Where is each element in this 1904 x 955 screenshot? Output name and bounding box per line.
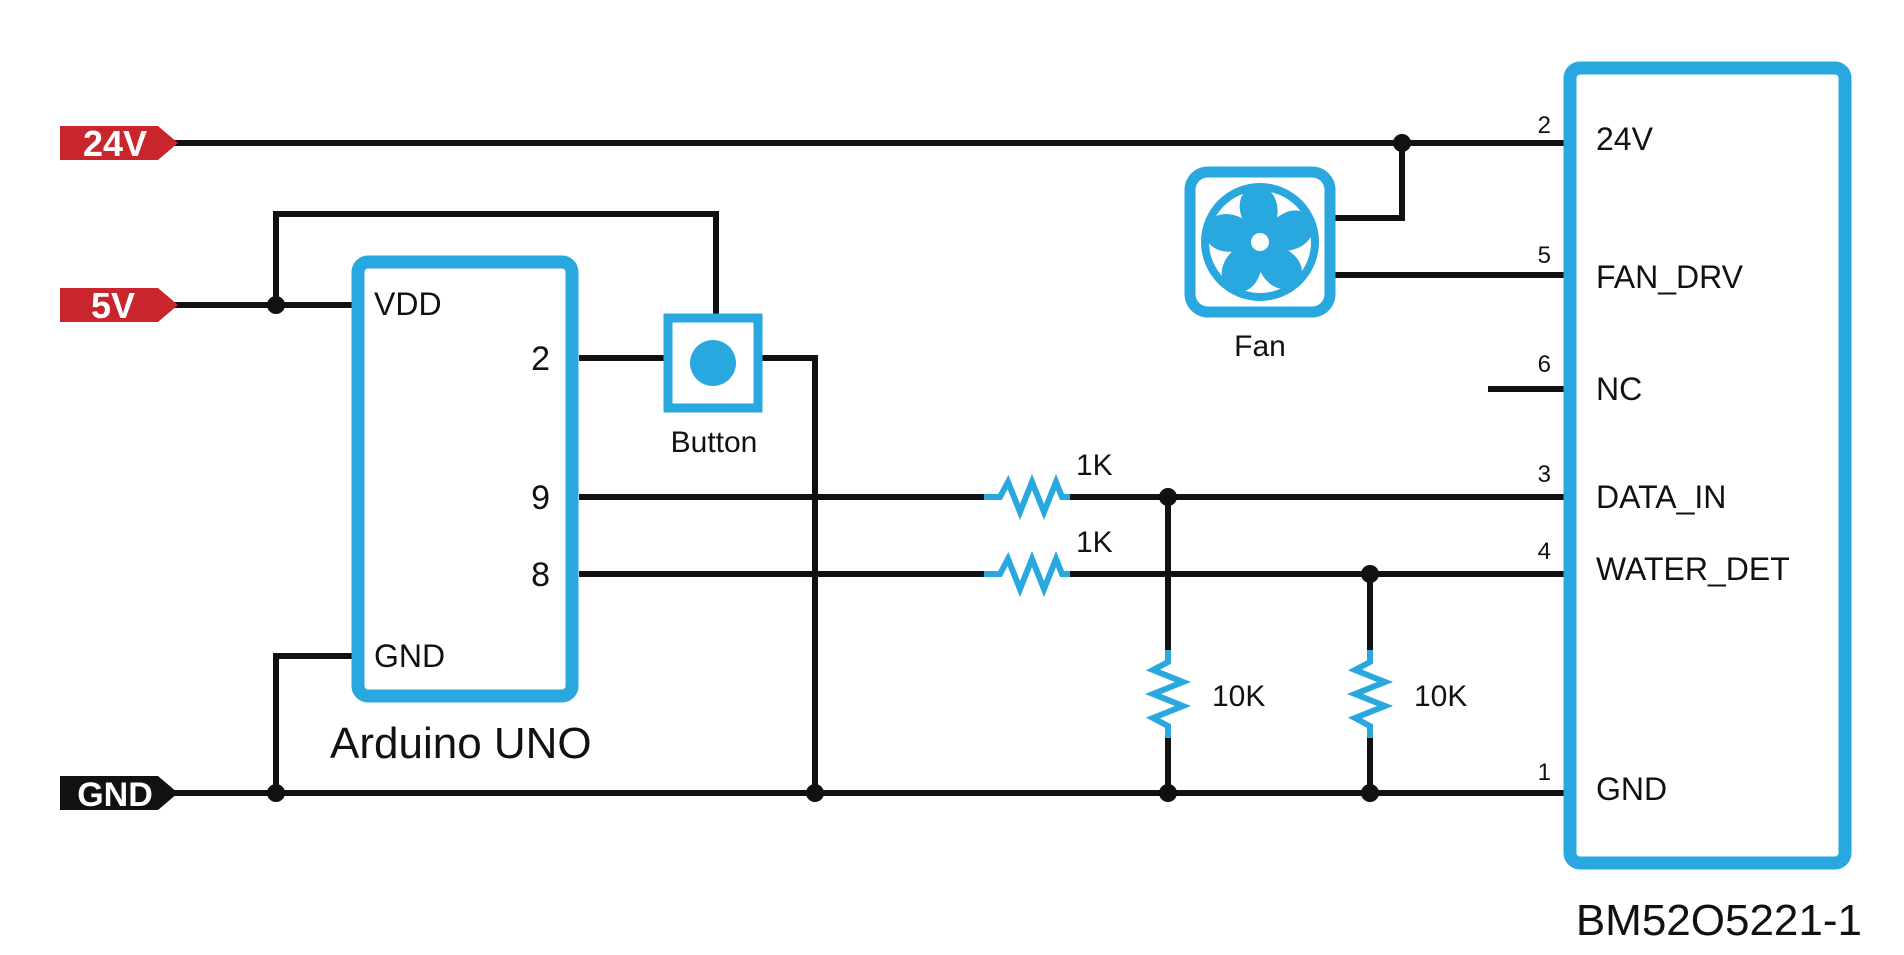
arduino-pin-gnd: GND: [374, 638, 445, 674]
module-pin-name: GND: [1596, 771, 1667, 807]
resistor-r3: 10K: [1144, 650, 1265, 738]
resistor-r2-symbol: [984, 550, 1070, 598]
junction-dot: [1361, 784, 1379, 802]
junction-dot: [806, 784, 824, 802]
arduino-pin-8: 8: [531, 556, 550, 594]
module-pin-name: FAN_DRV: [1596, 259, 1744, 295]
arduino-pin-vdd: VDD: [374, 286, 442, 322]
module-pin-number: 5: [1538, 242, 1551, 269]
net-label-24v: 24V: [60, 123, 178, 164]
module-bm52o5221: 2 24V 5 FAN_DRV 6 NC 3 DATA_IN 4 WATER_D…: [1538, 61, 1862, 945]
resistor-r4-symbol: [1346, 650, 1394, 738]
module-pin-name: 24V: [1596, 121, 1654, 157]
junction-dot: [1159, 784, 1177, 802]
button-label: Button: [671, 426, 758, 459]
wire-5v-to-button: [273, 211, 719, 318]
junctions: [267, 134, 1411, 802]
module-pin-number: 2: [1538, 112, 1551, 139]
button-actuator: [690, 340, 736, 386]
arduino-pin-9: 9: [531, 479, 550, 517]
resistor-r1: 1K: [984, 449, 1113, 521]
module-pin-name: DATA_IN: [1596, 479, 1726, 515]
wire-fan-to-24v: [1330, 143, 1405, 221]
fan: Fan: [1184, 166, 1336, 363]
resistor-r3-symbol: [1144, 650, 1192, 738]
fan-icon: [1201, 183, 1319, 301]
fan-hub: [1251, 233, 1269, 251]
push-button: Button: [663, 313, 763, 459]
module-body: [1563, 61, 1852, 870]
wires: [170, 140, 1565, 796]
module-pin-name: WATER_DET: [1596, 551, 1790, 587]
wire-arduino-gnd: [273, 653, 358, 793]
net-label-gnd: GND: [60, 776, 178, 814]
arduino-body: [351, 255, 579, 703]
junction-dot: [1361, 565, 1379, 583]
wire-button-gnd: [758, 355, 818, 793]
arduino-pin-2: 2: [531, 340, 550, 378]
net-label-24v-flag: [60, 126, 178, 160]
fan-label: Fan: [1234, 330, 1286, 363]
junction-dot: [1159, 488, 1177, 506]
net-label-24v-text: 24V: [83, 123, 147, 164]
resistor-r4: 10K: [1346, 650, 1467, 738]
net-label-5v-text: 5V: [91, 285, 135, 326]
arduino-uno: VDD GND 2 9 8 Arduino UNO: [330, 255, 592, 768]
net-label-gnd-flag: [60, 776, 178, 810]
resistor-r2-value: 1K: [1076, 526, 1113, 559]
resistor-r1-value: 1K: [1076, 449, 1113, 482]
module-pin-number: 1: [1538, 759, 1551, 786]
module-label: BM52O5221-1: [1576, 896, 1862, 945]
resistor-r2: 1K: [984, 526, 1113, 598]
junction-dot: [267, 784, 285, 802]
module-pin-number: 3: [1538, 461, 1551, 488]
fan-blades: [1205, 186, 1313, 292]
module-pin-number: 4: [1538, 538, 1551, 565]
module-pin-name: NC: [1596, 371, 1642, 407]
junction-dot: [267, 296, 285, 314]
junction-dot: [1393, 134, 1411, 152]
resistor-r4-value: 10K: [1414, 680, 1467, 713]
resistor-r3-value: 10K: [1212, 680, 1265, 713]
net-label-5v: 5V: [60, 285, 178, 326]
net-label-gnd-text: GND: [77, 776, 153, 814]
resistor-r1-symbol: [984, 473, 1070, 521]
net-label-5v-flag: [60, 288, 178, 322]
module-pin-number: 6: [1538, 351, 1551, 378]
arduino-label: Arduino UNO: [330, 719, 592, 768]
